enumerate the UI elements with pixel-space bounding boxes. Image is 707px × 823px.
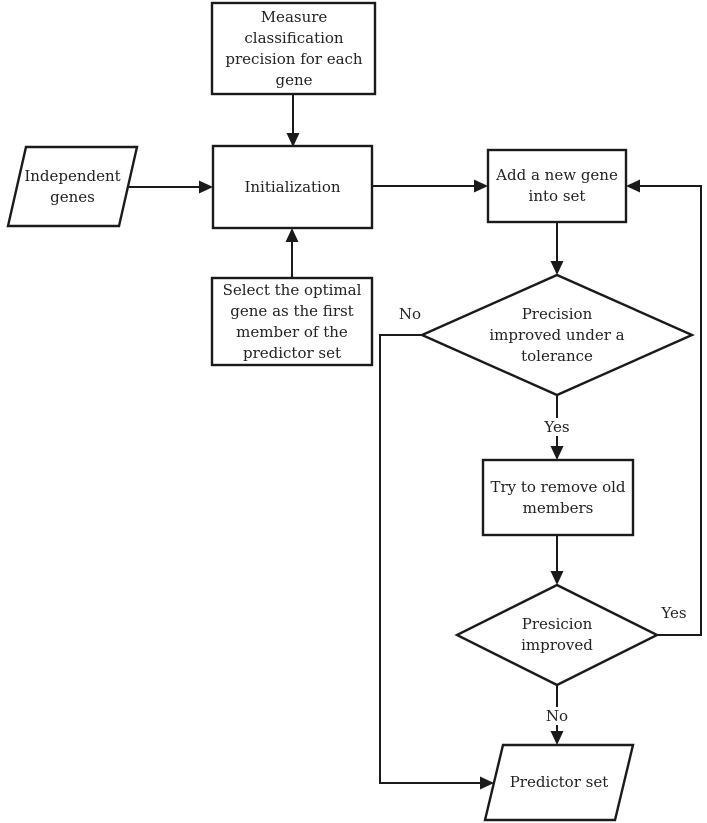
edge-tolerance-no-to-predictor — [379, 334, 482, 784]
arrowhead-addgene-to-tolerance-diamond — [550, 261, 564, 275]
shape-improved-diamond — [454, 583, 660, 687]
shape-predictor-parallelogram — [483, 743, 635, 822]
arrowhead-tolerance-no-to-predictor — [480, 776, 494, 790]
arrowhead-initialization-to-addgene — [474, 179, 488, 193]
arrowhead-tryremove-to-improved-diamond — [550, 571, 564, 585]
arrowhead-independent-to-initialization — [199, 180, 213, 194]
arrowhead-improved-no-to-predictor — [550, 731, 564, 745]
node-select-label: Select the optimal gene as the first mem… — [222, 280, 362, 362]
node-measure-label: Measure classification precision for eac… — [225, 7, 363, 89]
arrowhead-improved-yes-to-addgene — [626, 179, 640, 193]
edge-label-improved-no: No — [541, 707, 573, 725]
shape-tolerance-diamond — [419, 273, 695, 397]
arrowhead-tolerance-yes-to-tryremove — [550, 446, 564, 460]
node-addgene-label: Add a new gene into set — [496, 166, 618, 205]
shape-independent-parallelogram — [6, 145, 139, 228]
node-predictor-label: Predictor set — [509, 773, 609, 791]
node-independent-label: Independent genes — [24, 166, 121, 206]
arrowhead-measure-to-initialization — [286, 133, 300, 147]
shape-initialization-box — [211, 144, 374, 230]
edge-label-tolerance-yes: Yes — [540, 418, 574, 436]
node-initialization-label: Initialization — [244, 177, 341, 196]
shape-measure-box — [210, 1, 377, 96]
shape-addgene-box — [486, 148, 628, 224]
shape-tryremove-box — [481, 458, 635, 537]
node-tryremove-label: Try to remove old members — [490, 477, 626, 517]
edge-improved-yes-to-addgene — [638, 185, 702, 636]
shape-select-box — [210, 276, 374, 367]
arrowhead-select-to-initialization — [285, 228, 299, 242]
edge-label-improved-yes: Yes — [661, 604, 687, 622]
edge-label-tolerance-no: No — [398, 305, 422, 323]
node-tolerance-label: Precision improved under a tolerance — [489, 304, 625, 365]
node-improved-label: Presicion improved — [521, 615, 593, 654]
